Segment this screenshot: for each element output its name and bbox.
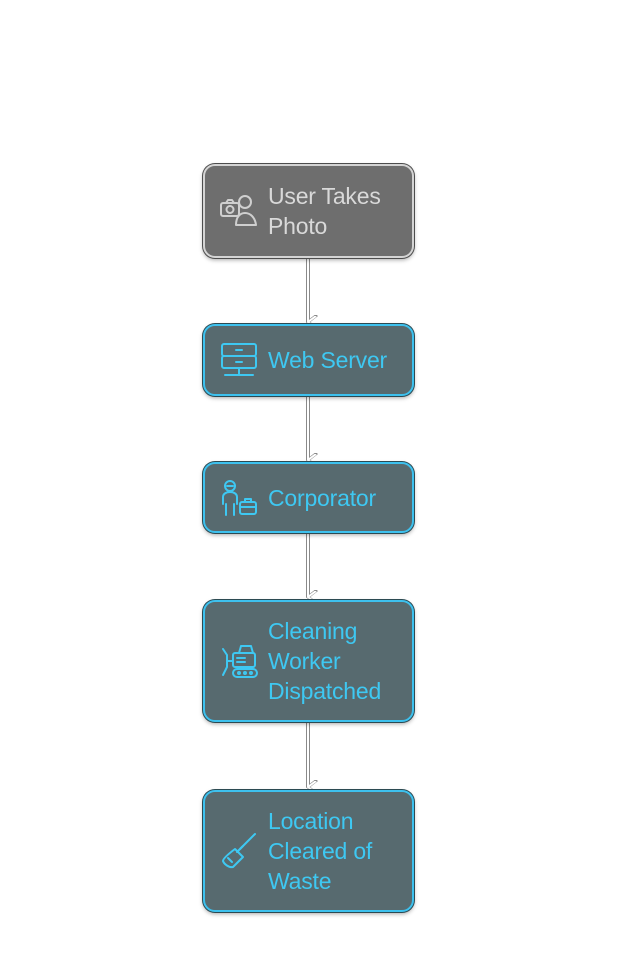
node-web-server[interactable]: Web Server [203,324,414,396]
bulldozer-icon [219,641,259,681]
node-label: Corporator [268,484,376,511]
node-user-takes-photo[interactable]: User Takes Photo [203,164,414,258]
node-label: Web Server [268,347,388,373]
node-label: User Takes Photo [268,183,381,239]
broom-icon [219,831,259,871]
camera-person-icon [219,191,259,231]
server-icon [219,340,259,380]
node-location-cleared-of-waste[interactable]: Location Cleared of Waste [203,790,414,912]
node-cleaning-worker-dispatched[interactable]: Cleaning Worker Dispatched [203,600,414,722]
official-briefcase-icon [219,478,259,518]
node-label: Location Cleared of Waste [268,808,373,894]
node-label: Cleaning Worker Dispatched [268,618,382,704]
node-corporator[interactable]: Corporator [203,462,414,533]
